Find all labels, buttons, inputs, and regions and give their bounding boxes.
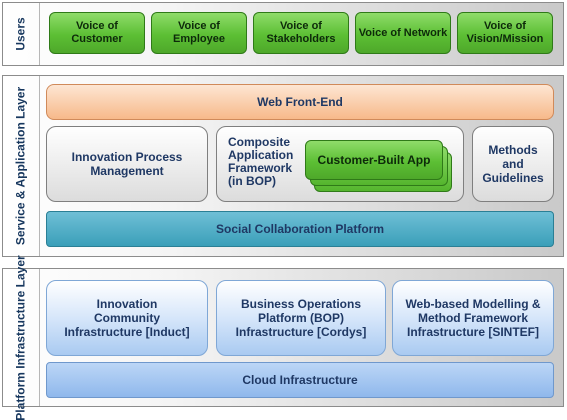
cloud-infrastructure-box[interactable]: Cloud Infrastructure — [46, 362, 554, 398]
customer-built-app-box[interactable]: Customer-Built App — [305, 140, 443, 180]
users-layer-label: Users — [3, 3, 40, 65]
users-layer-title: Users — [13, 17, 28, 51]
innovation-community-infrastructure-box[interactable]: Innovation Community Infrastructure [Ind… — [46, 280, 208, 356]
voice-of-customer-label: Voice of Customer — [71, 20, 123, 45]
bop-infrastructure-label: Business Operations Platform (BOP) Infra… — [235, 297, 367, 339]
voice-of-employee-label: Voice of Employee — [173, 20, 225, 45]
platform-layer-label: Platform Infrastructure Layer — [3, 255, 40, 420]
voice-of-network-box[interactable]: Voice of Network — [355, 12, 451, 54]
social-collaboration-platform-label: Social Collaboration Platform — [215, 222, 385, 236]
web-front-end-box[interactable]: Web Front-End — [46, 84, 554, 120]
service-layer-title: Service & Application Layer — [13, 86, 28, 246]
web-front-end-label: Web Front-End — [257, 95, 343, 109]
voice-of-employee-box[interactable]: Voice of Employee — [151, 12, 247, 54]
modelling-framework-infrastructure-box[interactable]: Web-based Modelling & Method Framework I… — [392, 280, 554, 356]
voice-of-stakeholders-box[interactable]: Voice of Stakeholders — [253, 12, 349, 54]
voice-of-stakeholders-label: Voice of Stakeholders — [266, 20, 336, 45]
platform-layer-title: Platform Infrastructure Layer — [13, 254, 28, 420]
voice-of-vision-mission-label: Voice of Vision/Mission — [466, 20, 544, 45]
methods-and-guidelines-box[interactable]: Methods and Guidelines — [472, 126, 554, 202]
cloud-infrastructure-label: Cloud Infrastructure — [242, 373, 358, 387]
innovation-process-management-box[interactable]: Innovation Process Management — [46, 126, 208, 202]
social-collaboration-platform-box[interactable]: Social Collaboration Platform — [46, 211, 554, 247]
modelling-framework-infrastructure-label: Web-based Modelling & Method Framework I… — [405, 297, 541, 339]
voice-of-network-label: Voice of Network — [358, 26, 448, 39]
composite-application-framework-label: Composite Application Framework (in BOP) — [228, 135, 294, 188]
innovation-process-management-label: Innovation Process Management — [71, 150, 183, 178]
bop-infrastructure-box[interactable]: Business Operations Platform (BOP) Infra… — [216, 280, 386, 356]
methods-and-guidelines-label: Methods and Guidelines — [482, 143, 544, 185]
service-layer-label: Service & Application Layer — [3, 76, 40, 256]
innovation-community-infrastructure-label: Innovation Community Infrastructure [Ind… — [64, 297, 190, 339]
voice-of-customer-box[interactable]: Voice of Customer — [49, 12, 145, 54]
voice-of-vision-mission-box[interactable]: Voice of Vision/Mission — [457, 12, 553, 54]
customer-built-app-label: Customer-Built App — [317, 152, 431, 167]
